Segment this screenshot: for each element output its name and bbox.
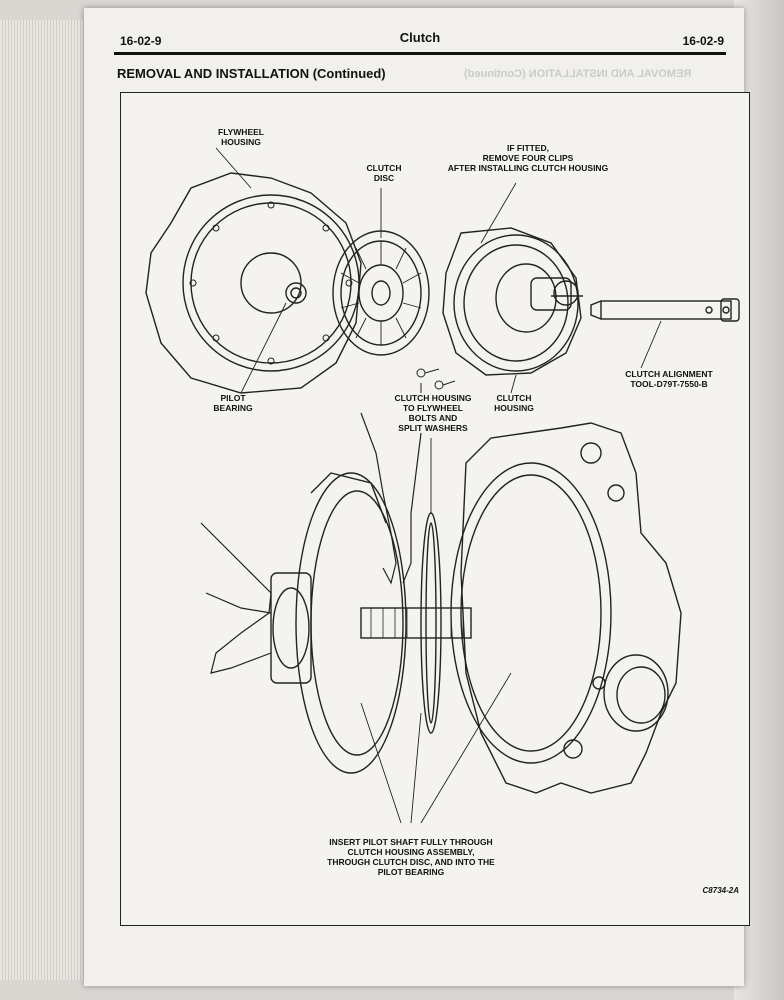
label-clutch-alignment-tool: CLUTCH ALIGNMENT TOOL-D79T-7550-B (625, 369, 713, 389)
page-number-right: 16-02-9 (682, 34, 724, 48)
label-if-fitted-remove-clips: IF FITTED, REMOVE FOUR CLIPS AFTER INSTA… (447, 143, 609, 173)
manual-page: 16-02-9 Clutch 16-02-9 REMOVAL AND INSTA… (84, 8, 750, 986)
alignment-tool-drawing (551, 295, 740, 322)
clutch-housing-drawing (442, 227, 582, 376)
clutch-assembly-lower-drawing (270, 472, 472, 774)
clutch-installation-figure: FLYWHEEL HOUSING CLUTCH DISC IF FITTED, … (120, 92, 750, 926)
bell-housing-drawing (450, 422, 682, 794)
page-number-left: 16-02-9 (120, 34, 162, 48)
bolts-drawing (416, 368, 456, 393)
section-title: Clutch (399, 30, 441, 45)
label-pilot-bearing: PILOT BEARING (213, 393, 253, 413)
label-flywheel-housing: FLYWHEEL HOUSING (218, 127, 264, 147)
clutch-line-drawing (145, 147, 740, 824)
clutch-disc-drawing (332, 230, 430, 356)
flywheel-housing-drawing (145, 172, 362, 394)
bleed-through-text: REMOVAL AND INSTALLATION (Continued) (464, 68, 692, 80)
book-page-edges (0, 20, 90, 980)
page-subtitle: REMOVAL AND INSTALLATION (Continued) (117, 66, 386, 81)
page-header: 16-02-9 Clutch 16-02-9 (114, 30, 726, 55)
figure-id: C8734-2A (702, 886, 739, 895)
hands-drawing (200, 412, 422, 674)
label-clutch-housing: CLUTCH HOUSING (494, 393, 534, 413)
label-insert-pilot-shaft: INSERT PILOT SHAFT FULLY THROUGH CLUTCH … (327, 837, 495, 877)
label-clutch-disc: CLUTCH DISC (366, 163, 402, 183)
label-clutch-housing-bolts: CLUTCH HOUSING TO FLYWHEEL BOLTS AND SPL… (394, 393, 472, 433)
